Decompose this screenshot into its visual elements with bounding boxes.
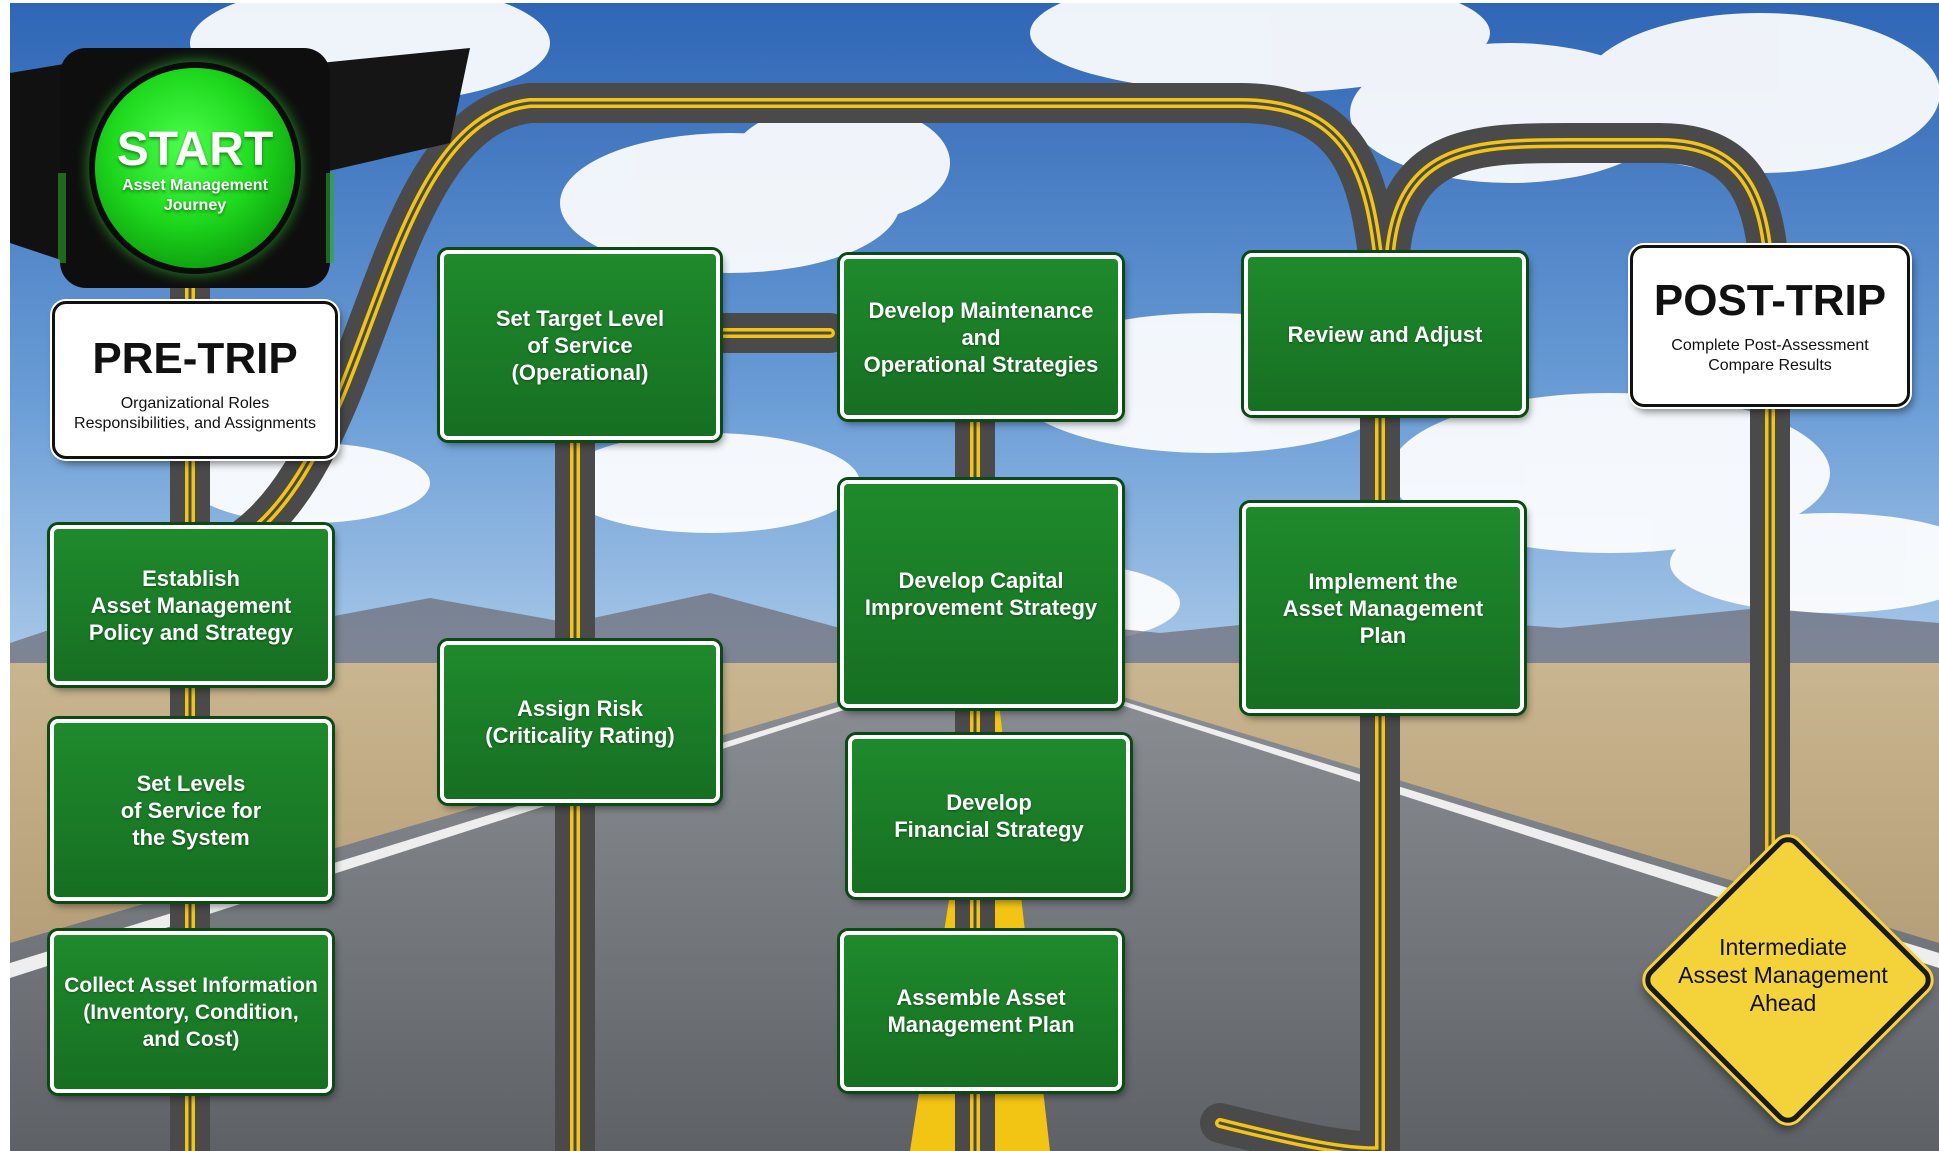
- road-edge-line-right: [1012, 668, 1939, 968]
- pre-trip-subtitle: Organizational Roles Responsibilities, a…: [74, 395, 316, 432]
- roadmap-diagram: START Asset Management Journey PRE-TRIP …: [10, 3, 1939, 1151]
- post-trip-subtitle: Complete Post-Assessment Compare Results: [1671, 337, 1869, 374]
- sign-develop-capital-improvement: Develop Capital Improvement Strategy: [840, 480, 1122, 708]
- start-subtitle: Asset Management Journey: [122, 177, 268, 214]
- sign-set-levels-of-service: Set Levels of Service for the System: [50, 719, 332, 901]
- start-light: START Asset Management Journey: [95, 68, 295, 268]
- start-title: START: [116, 123, 274, 176]
- sign-develop-financial-strategy: Develop Financial Strategy: [848, 735, 1130, 897]
- sign-assemble-plan: Assemble Asset Management Plan: [840, 931, 1122, 1091]
- pre-trip-title: PRE-TRIP: [92, 334, 298, 383]
- sign-establish-policy: Establish Asset Management Policy and St…: [50, 525, 332, 685]
- sign-develop-maintenance: Develop Maintenance and Operational Stra…: [840, 255, 1122, 419]
- post-trip-title: POST-TRIP: [1653, 276, 1887, 325]
- pre-trip-sign: PRE-TRIP Organizational Roles Responsibi…: [52, 301, 338, 459]
- sign-implement-plan: Implement the Asset Management Plan: [1242, 503, 1524, 713]
- sign-assign-risk: Assign Risk (Criticality Rating): [440, 641, 720, 803]
- sign-review-and-adjust: Review and Adjust: [1244, 253, 1526, 415]
- sign-set-target-level: Set Target Level of Service (Operational…: [440, 250, 720, 440]
- warning-sign-label: Intermediate Assest Management Ahead: [1678, 934, 1888, 1016]
- traffic-light: START Asset Management Journey: [10, 33, 470, 293]
- post-trip-sign: POST-TRIP Complete Post-Assessment Compa…: [1630, 245, 1910, 407]
- intermediate-warning-sign: Intermediate Assest Management Ahead: [1638, 830, 1937, 1129]
- sign-collect-asset-information: Collect Asset Information (Inventory, Co…: [50, 931, 332, 1093]
